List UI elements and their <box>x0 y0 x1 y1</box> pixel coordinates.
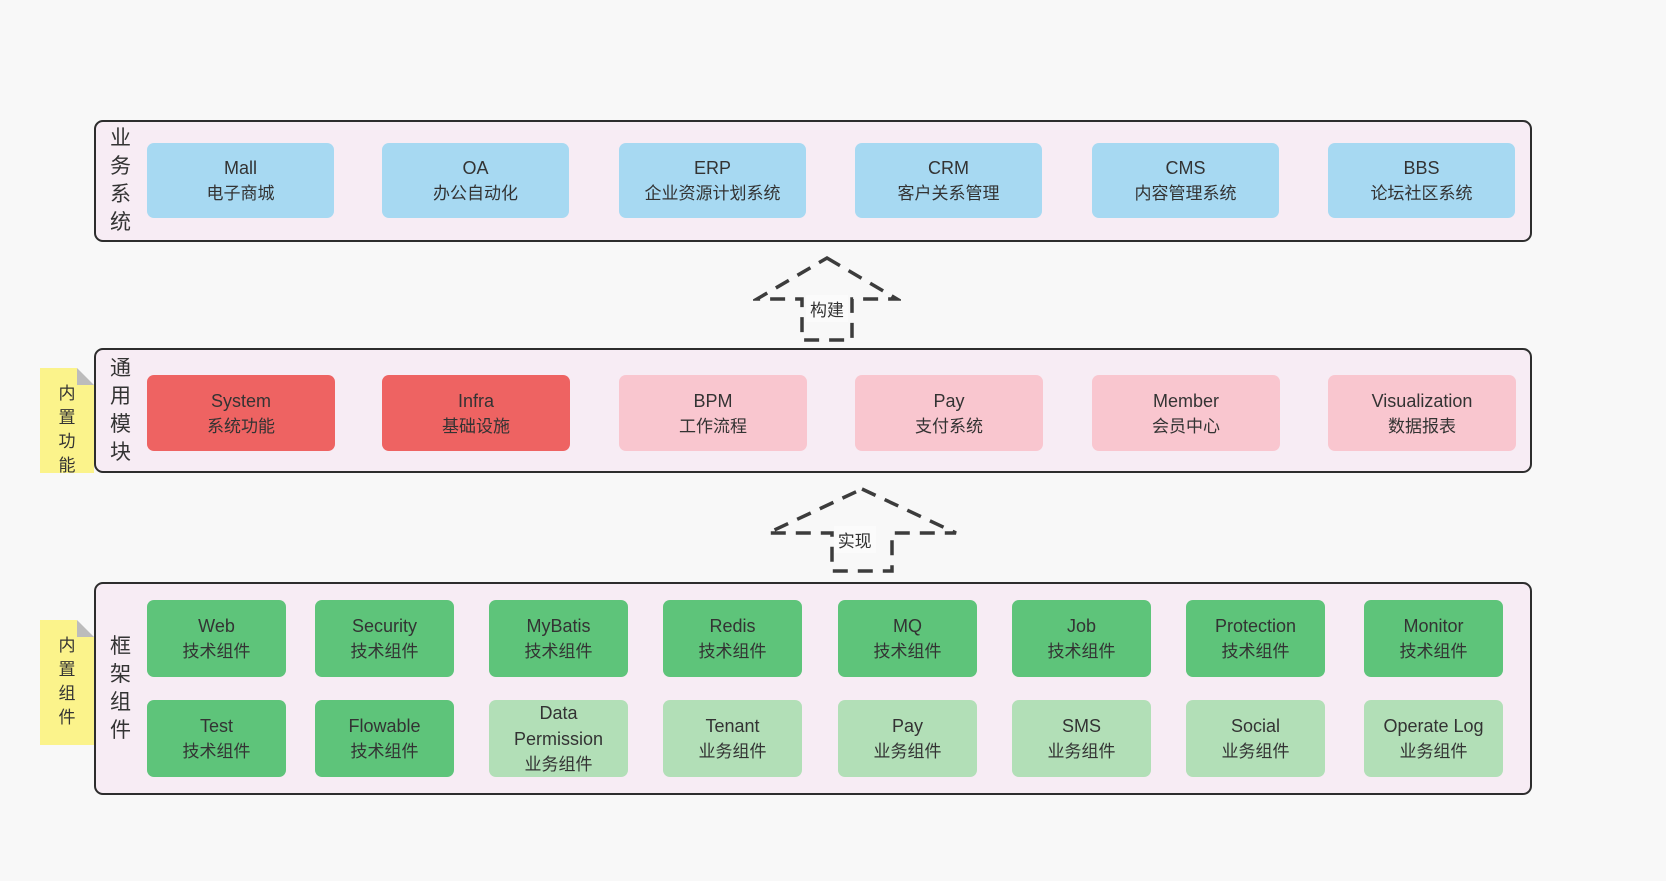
box-desc: 工作流程 <box>679 416 747 436</box>
box-mall: Mall 电子商城 <box>147 143 334 218</box>
box-mybatis: MyBatis 技术组件 <box>489 600 628 677</box>
implement-arrow-label: 实现 <box>833 526 876 553</box>
box-sms: SMS 业务组件 <box>1012 700 1151 777</box>
box-title: Test <box>199 716 233 736</box>
box-title: MyBatis <box>526 616 591 636</box>
box-title: Job <box>1066 616 1097 636</box>
box-title: Mall <box>223 158 257 178</box>
box-title: SMS <box>1061 716 1101 736</box>
box-pay-component: Pay 业务组件 <box>838 700 977 777</box>
box-desc: 会员中心 <box>1152 416 1220 436</box>
box-title: Social <box>1230 716 1281 736</box>
build-arrow-label: 构建 <box>806 295 848 322</box>
box-desc: 技术组件 <box>1221 642 1290 661</box>
panel-framework-label: 框架组件 <box>110 634 132 742</box>
box-title: Visualization <box>1371 390 1473 411</box>
panel-common-modules: 通用模块 System 系统功能 Infra 基础设施 BPM 工作流程 Pay… <box>94 348 1532 473</box>
box-desc: 系统功能 <box>207 416 275 436</box>
panel-modules-label: 通用模块 <box>110 356 132 464</box>
panel-framework-components: 框架组件 Web 技术组件 Security 技术组件 MyBatis 技术组件… <box>94 582 1532 795</box>
box-desc: 内容管理系统 <box>1134 184 1237 203</box>
box-system: System 系统功能 <box>147 375 335 451</box>
box-security: Security 技术组件 <box>315 600 454 677</box>
box-mq: MQ 技术组件 <box>838 600 977 677</box>
box-desc: 业务组件 <box>1399 742 1468 761</box>
box-pay-system: Pay 支付系统 <box>855 375 1043 451</box>
box-cms: CMS 内容管理系统 <box>1092 143 1279 218</box>
box-operate-log: Operate Log 业务组件 <box>1364 700 1503 777</box>
box-bpm: BPM 工作流程 <box>619 375 807 451</box>
box-monitor: Monitor 技术组件 <box>1364 600 1503 677</box>
box-title: Flowable <box>348 716 421 736</box>
sticky-note-built-in-features: 内置功能 <box>40 368 94 475</box>
box-member: Member 会员中心 <box>1092 375 1280 451</box>
box-title: Operate Log <box>1383 716 1484 736</box>
box-protection: Protection 技术组件 <box>1186 600 1325 677</box>
sticky-note-text: 内置功能 <box>58 384 76 475</box>
box-desc: 办公自动化 <box>433 184 518 203</box>
box-desc: 数据报表 <box>1388 416 1456 436</box>
box-desc: 企业资源计划系统 <box>644 184 781 203</box>
box-visualization: Visualization 数据报表 <box>1328 375 1516 451</box>
box-desc: 技术组件 <box>350 742 419 761</box>
box-desc: 论坛社区系统 <box>1370 184 1473 203</box>
box-title: Pay <box>891 716 924 736</box>
build-arrow: 构建 <box>753 255 901 343</box>
box-title: Infra <box>457 390 495 411</box>
panel-business-systems: 业务系统 Mall 电子商城 OA 办公自动化 ERP 企业资源计划系统 CRM… <box>94 120 1532 242</box>
box-flowable: Flowable 技术组件 <box>315 700 454 777</box>
box-redis: Redis 技术组件 <box>663 600 802 677</box>
box-job: Job 技术组件 <box>1012 600 1151 677</box>
box-desc: 技术组件 <box>698 642 767 661</box>
box-desc: 技术组件 <box>182 642 251 661</box>
box-title: CRM <box>928 158 969 178</box>
box-title: Security <box>351 616 418 636</box>
box-desc: 基础设施 <box>442 416 510 436</box>
box-title: OA <box>462 158 489 178</box>
box-desc: 业务组件 <box>524 755 593 774</box>
box-tenant: Tenant 业务组件 <box>663 700 802 777</box>
box-desc: 技术组件 <box>1047 642 1116 661</box>
panel-business-label: 业务系统 <box>110 127 132 234</box>
box-desc: 技术组件 <box>873 642 942 661</box>
box-data-permission: Data Permission 业务组件 <box>489 700 628 777</box>
sticky-note-built-in-components: 内置组件 <box>40 620 94 745</box>
box-web: Web 技术组件 <box>147 600 286 677</box>
box-title: ERP <box>693 158 731 178</box>
box-bbs: BBS 论坛社区系统 <box>1328 143 1515 218</box>
box-title: MQ <box>893 616 922 636</box>
box-desc: 技术组件 <box>350 642 419 661</box>
box-title: Member <box>1152 390 1219 411</box>
box-infra: Infra 基础设施 <box>382 375 570 451</box>
box-desc: 业务组件 <box>1221 742 1290 761</box>
box-desc: 业务组件 <box>1047 742 1116 761</box>
box-desc: 技术组件 <box>1399 642 1468 661</box>
box-title: BBS <box>1403 158 1440 178</box>
box-desc: 技术组件 <box>182 742 251 761</box>
box-title: Monitor <box>1403 616 1464 636</box>
box-title: Web <box>198 616 235 636</box>
box-title: Pay <box>933 390 965 411</box>
box-desc: 客户关系管理 <box>897 184 1000 203</box>
box-desc: 支付系统 <box>915 416 983 436</box>
box-desc: 电子商城 <box>206 184 275 203</box>
box-title: Tenant <box>705 716 760 736</box>
box-title: Redis <box>709 616 756 636</box>
box-title: Protection <box>1214 616 1297 636</box>
box-oa: OA 办公自动化 <box>382 143 569 218</box>
box-title: System <box>210 390 271 411</box>
box-social: Social 业务组件 <box>1186 700 1325 777</box>
box-desc: 业务组件 <box>698 742 767 761</box>
sticky-note-text: 内置组件 <box>58 636 76 727</box>
box-title: CMS <box>1165 158 1206 178</box>
box-erp: ERP 企业资源计划系统 <box>619 143 806 218</box>
box-desc: 技术组件 <box>524 642 593 661</box>
box-title: Data Permission <box>513 703 604 749</box>
box-crm: CRM 客户关系管理 <box>855 143 1042 218</box>
box-title: BPM <box>693 390 733 411</box>
implement-arrow: 实现 <box>765 486 960 574</box>
box-desc: 业务组件 <box>873 742 942 761</box>
box-test: Test 技术组件 <box>147 700 286 777</box>
